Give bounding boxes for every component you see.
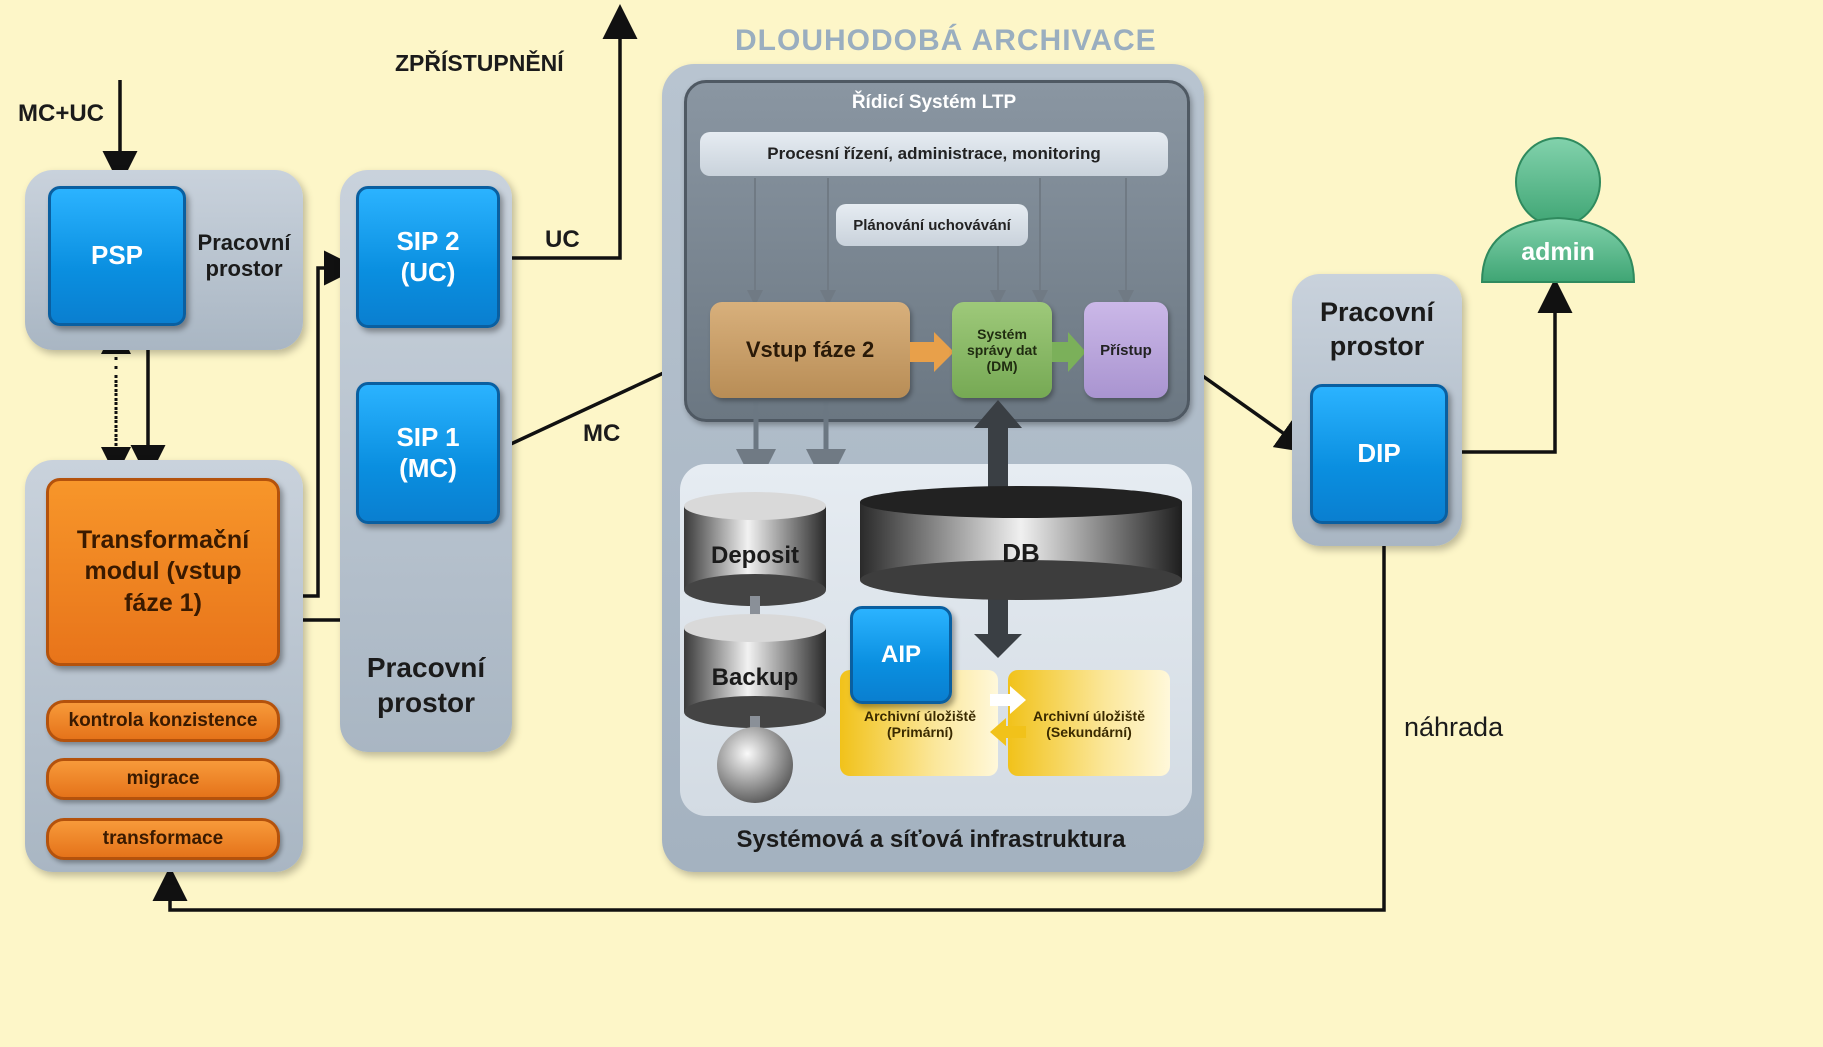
pill-consistency-label: kontrola konzistence (68, 710, 258, 731)
dm-label: Systém správy dat (DM) (966, 325, 1038, 375)
admin-label: admin (1521, 238, 1595, 266)
db-dm-double-arrow (974, 400, 1022, 658)
process-mgmt-box[interactable]: Procesní řízení, administrace, monitorin… (700, 132, 1168, 176)
ingest2-box[interactable]: Vstup fáze 2 (710, 302, 910, 398)
middle-workspace-label: Pracovní prostor (366, 652, 486, 718)
deposit-label: Deposit (710, 542, 799, 569)
process-mgmt-label: Procesní řízení, administrace, monitorin… (767, 144, 1101, 163)
arrow-replacement (152, 545, 1386, 912)
sip2-label: SIP 2 (UC) (396, 225, 460, 287)
uc-label: UC (545, 226, 580, 253)
backup-disc-icon (717, 727, 793, 803)
dm-access-arrow (1052, 332, 1086, 372)
dip-label: DIP (1357, 438, 1401, 469)
transform-module-label: Transformační modul (vstup fáze 1) (76, 526, 250, 617)
pill-migration[interactable]: migrace (46, 758, 280, 800)
mc-label: MC (583, 420, 621, 447)
sip1-label: SIP 1 (MC) (396, 421, 460, 483)
arrow-dip-admin (1448, 278, 1573, 454)
storage-secondary-box[interactable] (1008, 670, 1170, 776)
dm-box[interactable]: Systém správy dat (DM) (952, 302, 1052, 398)
archive-title: DLOUHODOBÁ ARCHIVACE (735, 24, 1157, 57)
ingest-dm-arrow (910, 332, 954, 372)
ltp-control-title: Řídicí Systém LTP (851, 92, 1017, 113)
ingest2-label: Vstup fáze 2 (745, 337, 875, 362)
psp-label: PSP (90, 240, 144, 271)
admin-user-icon[interactable] (1478, 136, 1638, 286)
left-workspace-label: Pracovní prostor (197, 230, 291, 282)
access-box-label: Přístup (1100, 341, 1152, 359)
pill-consistency-check[interactable]: kontrola konzistence (46, 700, 280, 742)
dip-box[interactable]: DIP (1310, 384, 1448, 524)
storage-primary-label: Archivní úložiště (Primární) (863, 708, 977, 741)
input-label: MC+UC (18, 100, 105, 127)
sip1-box[interactable]: SIP 1 (MC) (356, 382, 500, 524)
planning-label: Plánování uchovávání (853, 216, 1011, 234)
infra-label: Systémová a síťová infrastruktura (736, 826, 1126, 853)
pill-migration-label: migrace (126, 768, 200, 789)
pill-transformation[interactable]: transformace (46, 818, 280, 860)
db-cylinder[interactable] (856, 484, 1186, 614)
psp-box[interactable]: PSP (48, 186, 186, 326)
storage-secondary-label: Archivní úložiště (Sekundární) (1032, 708, 1146, 741)
arrow-sip2-access (498, 4, 638, 260)
planning-box[interactable]: Plánování uchovávání (836, 204, 1028, 246)
access-label: ZPŘÍSTUPNĚNÍ (395, 50, 564, 76)
aip-box[interactable]: AIP (850, 606, 952, 704)
transform-module-box[interactable]: Transformační modul (vstup fáze 1) (46, 478, 280, 666)
aip-label: AIP (880, 640, 921, 668)
pill-transformation-label: transformace (102, 828, 224, 849)
replacement-label: náhrada (1404, 712, 1504, 742)
db-label: DB (1002, 538, 1040, 568)
right-workspace-label: Pracovní prostor (1319, 297, 1435, 361)
sip2-box[interactable]: SIP 2 (UC) (356, 186, 500, 328)
arrow-transform-sip2 (302, 250, 359, 598)
deposit-cylinder[interactable] (680, 490, 830, 610)
backup-label: Backup (711, 664, 799, 691)
access-box[interactable]: Přístup (1084, 302, 1168, 398)
backup-cylinder[interactable] (680, 612, 830, 732)
storage-sync-arrows (990, 686, 1026, 746)
